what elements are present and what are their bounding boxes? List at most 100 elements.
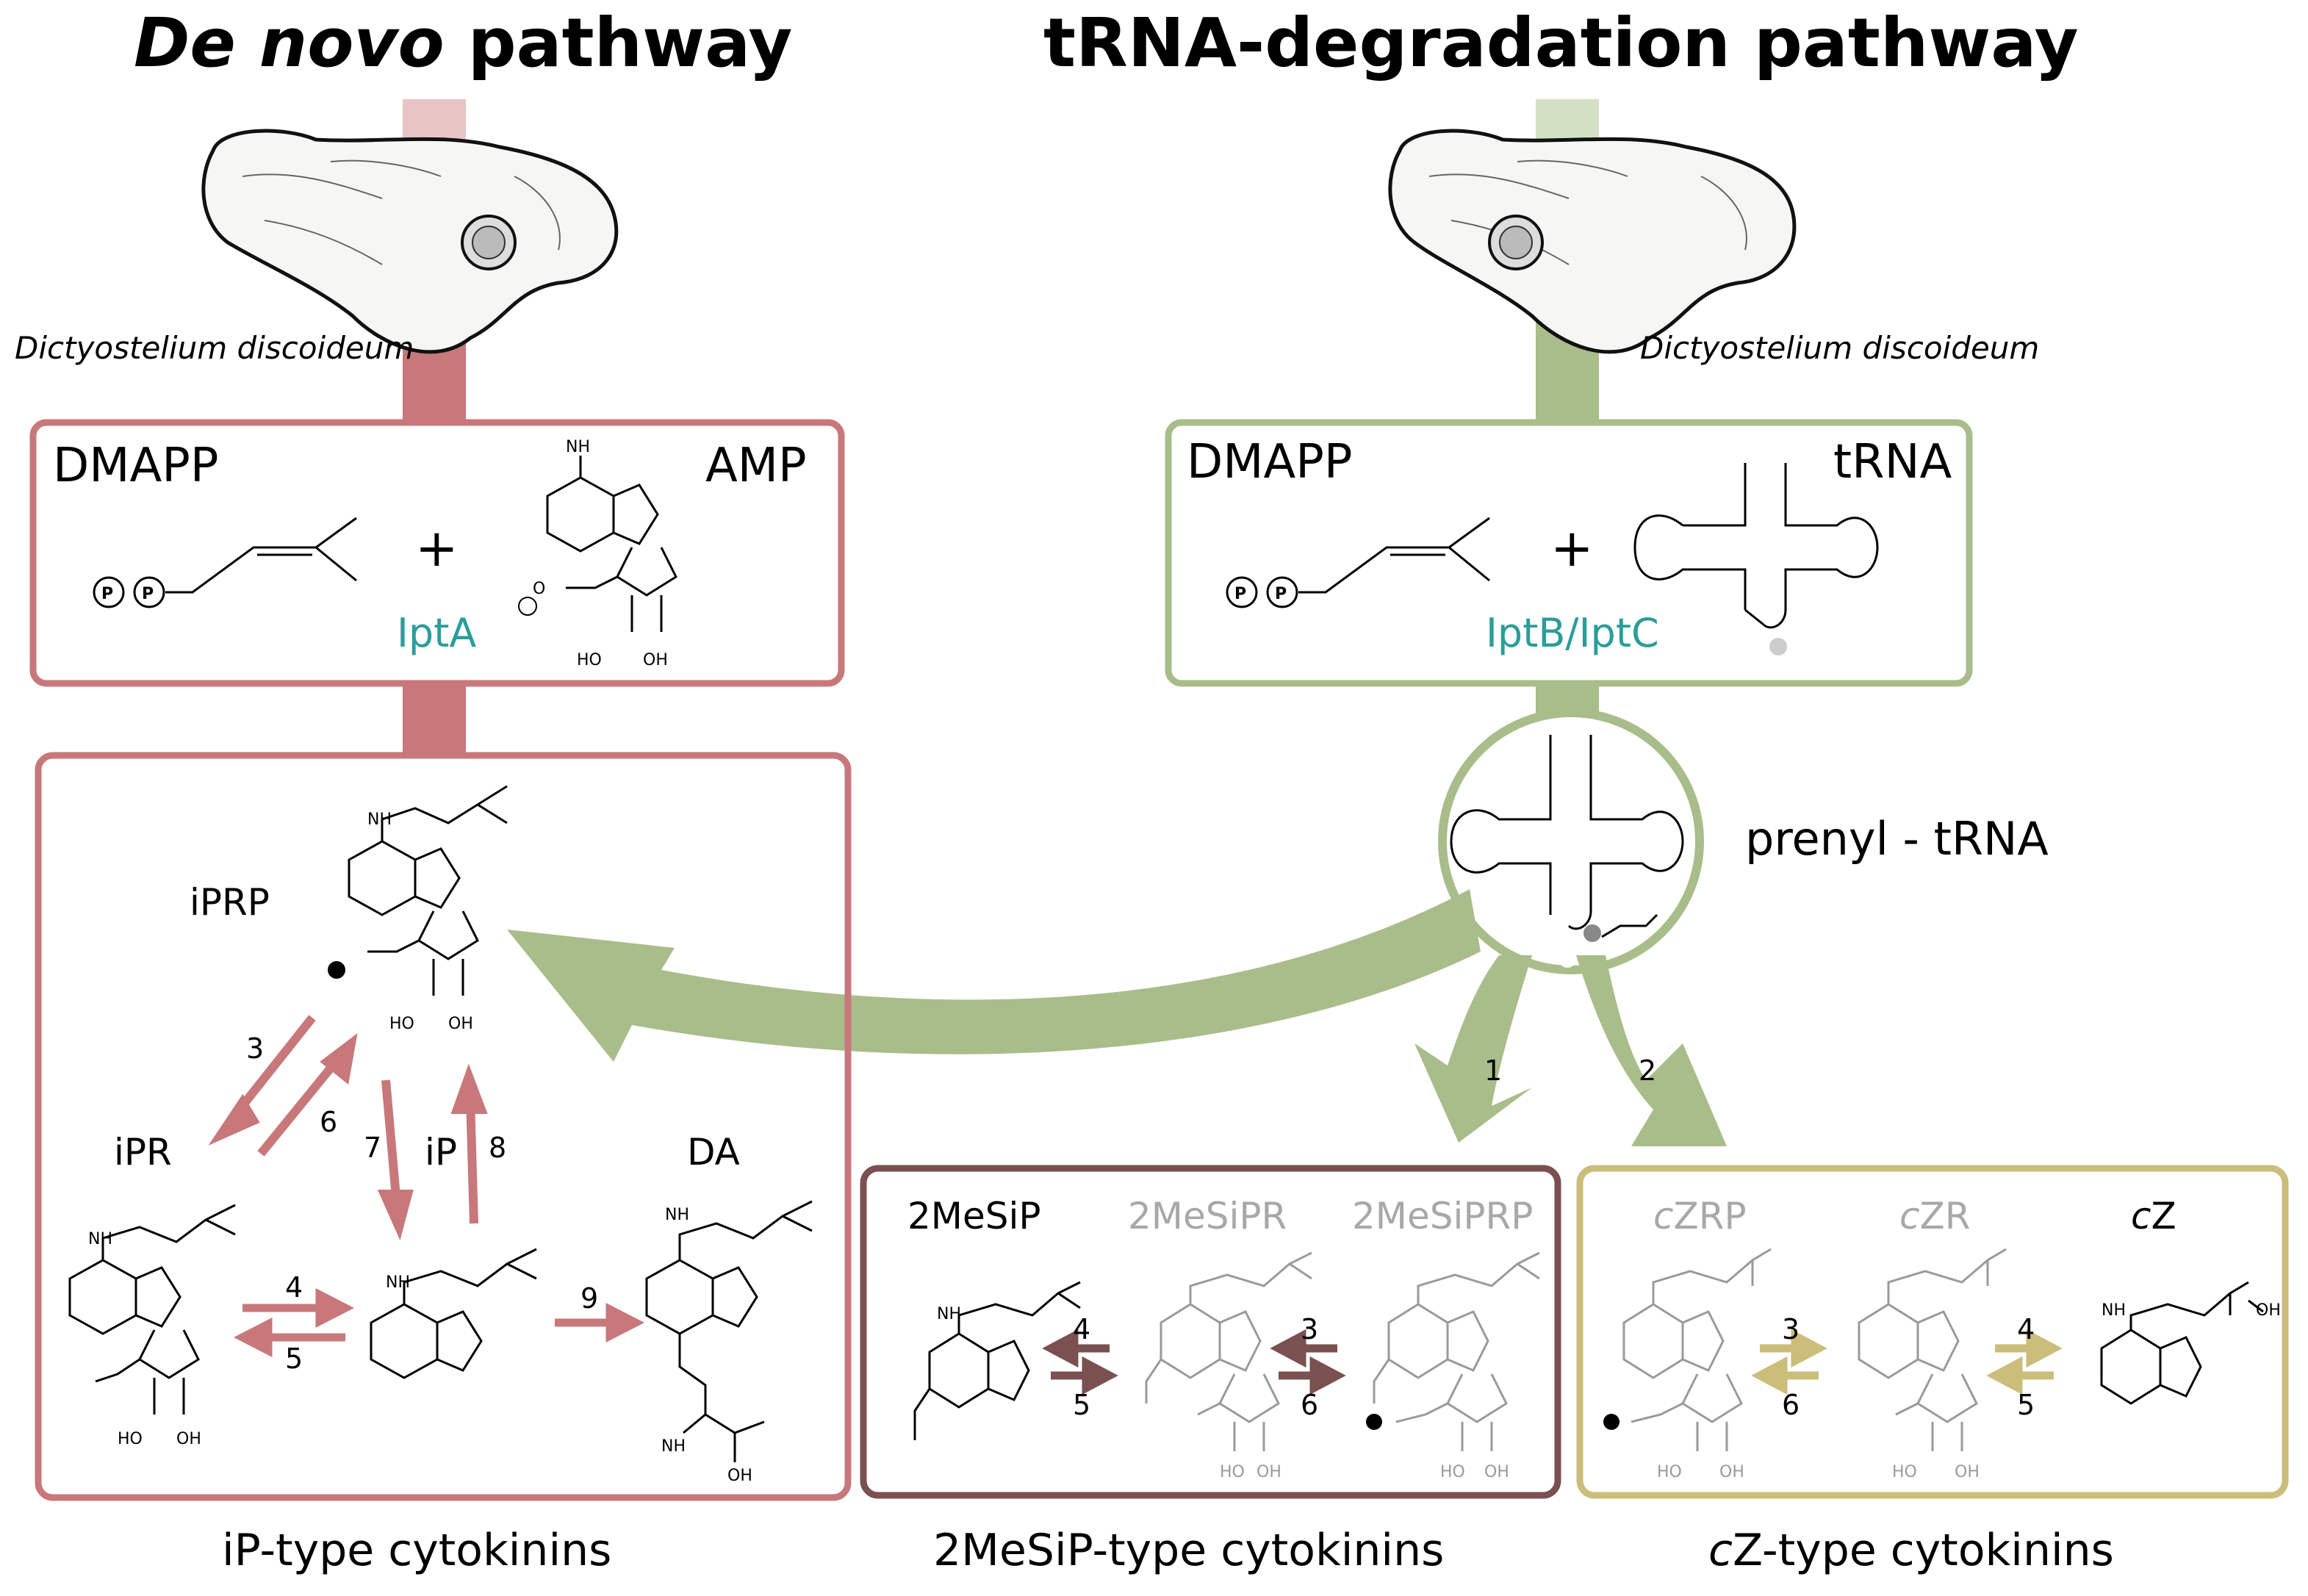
- cz-hn: NH: [2102, 1301, 2126, 1320]
- cz-type-box: [1576, 1165, 2289, 1499]
- denovo-plus: +: [415, 518, 459, 578]
- footer-cz-rest: Z-type cytokinins: [1733, 1525, 2114, 1576]
- cz-structure: NH OH: [2100, 1281, 2281, 1405]
- label-cz: cZ: [2131, 1195, 2176, 1237]
- cz-oh: OH: [2256, 1301, 2281, 1320]
- cz-step-6: 6: [1782, 1389, 1800, 1421]
- czrp-oh: OH: [1719, 1463, 1744, 1481]
- 2mesiprp-structure: HO OH: [1366, 1251, 1540, 1481]
- trna-dmapp-label: DMAPP: [1187, 435, 1352, 489]
- label-ip: iP: [425, 1131, 457, 1173]
- ipr-ho: HO: [118, 1430, 143, 1448]
- label-czr: cZR: [1899, 1195, 1971, 1237]
- mesip-step-5: 5: [1073, 1389, 1090, 1421]
- amp-structure: NH O HO OH: [518, 438, 677, 669]
- label-cz-rest: Z: [2151, 1195, 2176, 1237]
- czr-oh: OH: [1955, 1463, 1980, 1481]
- ip-structure: NH: [370, 1248, 537, 1379]
- branch-arrow-1: [1414, 955, 1532, 1143]
- label-ipr: iPR: [114, 1131, 172, 1173]
- denovo-amp-label: AMP: [705, 439, 807, 493]
- ip-step-4: 4: [285, 1271, 303, 1304]
- cell-illustration-right: [1388, 129, 1797, 354]
- mesip-step-6: 6: [1301, 1389, 1318, 1421]
- pp-p1-right: P: [1234, 585, 1246, 603]
- branch-step-1: 1: [1484, 1054, 1502, 1087]
- branch-step-2: 2: [1639, 1054, 1656, 1087]
- label-czr-italic: c: [1899, 1195, 1920, 1237]
- trna-trna-label: tRNA: [1833, 435, 1952, 489]
- title-trna: tRNA-degradation pathway: [1043, 4, 2079, 82]
- prenyl-trna-structure: [1450, 735, 1684, 968]
- pp-p1-left: P: [101, 585, 113, 603]
- denovo-dmapp-label: DMAPP: [53, 439, 218, 493]
- czr-structure: HO OH: [1858, 1248, 2007, 1481]
- footer-cz-type: cZ-type cytokinins: [1708, 1525, 2114, 1576]
- ipr-structure: NH HO OH: [68, 1204, 236, 1448]
- footer-ip-type: iP-type cytokinins: [222, 1525, 611, 1576]
- label-cz-italic: c: [2131, 1195, 2151, 1237]
- 2mesip-nh: NH: [937, 1305, 961, 1323]
- organism-label-right: Dictyostelium discoideum: [1640, 330, 2039, 366]
- prenyl-trna-circle: [1438, 708, 1704, 974]
- 2mesipr-structure: HO OH: [1145, 1251, 1312, 1481]
- ip-step-8: 8: [489, 1132, 506, 1164]
- branch-arrow-2: [1576, 955, 1727, 1146]
- enzyme-ipta: IptA: [397, 610, 476, 656]
- ip-step-5: 5: [285, 1342, 303, 1375]
- da-nh: NH: [665, 1206, 689, 1224]
- da-oh: OH: [727, 1467, 752, 1485]
- label-2mesipr: 2MeSiPR: [1128, 1195, 1287, 1237]
- 2mesipr-ho: HO: [1220, 1463, 1245, 1481]
- ip-nh: NH: [386, 1273, 410, 1292]
- dmapp-structure-left: P P: [93, 517, 357, 608]
- label-da: DA: [687, 1131, 740, 1173]
- ip-type-box: [35, 752, 852, 1501]
- ip-step-7: 7: [364, 1132, 381, 1164]
- trna-structure-small: [1633, 463, 1879, 666]
- label-2mesiprp: 2MeSiPRP: [1352, 1195, 1533, 1237]
- organism-label-left: Dictyostelium discoideum: [15, 330, 414, 366]
- pp-p2-left: P: [142, 585, 154, 603]
- da-h2n: NH: [661, 1437, 686, 1456]
- 2mesipr-oh: OH: [1257, 1463, 1281, 1481]
- denovo-stalk-lower: [403, 683, 466, 757]
- prenyl-trna-label: prenyl - tRNA: [1745, 812, 2049, 866]
- czr-ho: HO: [1892, 1463, 1917, 1481]
- cell-illustration-left: [201, 129, 619, 354]
- amp-nh2: NH: [566, 438, 590, 456]
- label-2mesip: 2MeSiP: [907, 1195, 1041, 1237]
- mesip-step-3: 3: [1301, 1313, 1318, 1345]
- iprp-structure: NH HO OH: [328, 785, 508, 1033]
- amp-oh: OH: [643, 651, 668, 669]
- cz-arrows: [1751, 1329, 2063, 1395]
- ipr-oh: OH: [176, 1430, 201, 1448]
- cz-step-3: 3: [1782, 1313, 1800, 1345]
- cz-step-5: 5: [2017, 1389, 2035, 1421]
- label-czr-rest: ZR: [1920, 1195, 1971, 1237]
- title-denovo-rest: pathway: [445, 4, 793, 82]
- label-czrp-italic: c: [1653, 1195, 1674, 1237]
- trna-substrate-box: [1165, 419, 1973, 687]
- pp-p2-right: P: [1275, 585, 1287, 603]
- ipr-nh: NH: [88, 1230, 112, 1248]
- label-iprp: iPRP: [190, 881, 270, 924]
- enzyme-iptb-iptc: IptB/IptC: [1486, 610, 1659, 656]
- mesip-type-box: [860, 1165, 1561, 1499]
- mesip-arrows: [1042, 1329, 1346, 1395]
- cz-step-4: 4: [2017, 1313, 2035, 1345]
- title-denovo: De novo pathway: [134, 4, 792, 82]
- footer-mesip-type: 2MeSiP-type cytokinins: [933, 1525, 1444, 1576]
- title-denovo-italic: De novo: [134, 4, 445, 82]
- ip-step-6: 6: [320, 1106, 337, 1138]
- 2mesiprp-ho: HO: [1440, 1463, 1465, 1481]
- da-structure: NH NH OH: [645, 1200, 813, 1485]
- 2mesip-structure: NH: [913, 1281, 1081, 1440]
- iprp-nh: NH: [367, 810, 392, 829]
- ip-step-3: 3: [246, 1032, 264, 1065]
- dmapp-structure-right: P P: [1226, 517, 1490, 608]
- footer-cz-italic: c: [1708, 1525, 1733, 1576]
- amp-o: O: [533, 580, 545, 598]
- iprp-ho: HO: [389, 1015, 414, 1033]
- iprp-oh: OH: [448, 1015, 473, 1033]
